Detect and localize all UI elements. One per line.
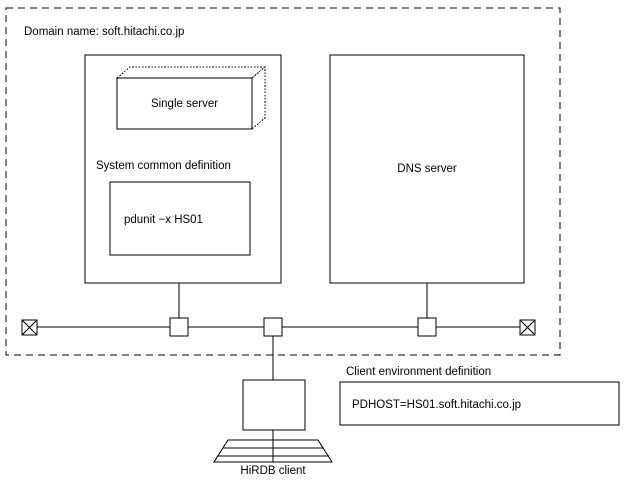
pdunit-operand-text: pdunit −x HS01 (124, 214, 203, 226)
bus-tap-client (263, 317, 283, 337)
client-env-definition-title: Client environment definition (346, 366, 491, 378)
dns-server-box (329, 54, 525, 284)
bus-tap-server (169, 317, 189, 337)
bus-terminator-right-slash-b (519, 319, 536, 336)
single-server-front-face (116, 77, 253, 130)
client-monitor-screen (242, 379, 306, 431)
single-server-label: Single server (151, 98, 218, 110)
domain-region-boundary (5, 7, 561, 356)
single-server-top-face (115, 66, 267, 79)
client-env-definition-box (339, 381, 620, 426)
system-common-definition-box (109, 181, 251, 256)
bus-terminator-left-slash-b (21, 319, 38, 336)
single-server-side-face (251, 65, 266, 131)
system-common-definition-label: System common definition (96, 160, 231, 172)
pdhost-value-text: PDHOST=HS01.soft.hitachi.co.jp (352, 399, 521, 411)
hirdb-client-label: HiRDB client (240, 465, 306, 477)
bus-tap-dns (417, 317, 437, 337)
domain-name-label: Domain name: soft.hitachi.co.jp (24, 26, 184, 38)
dns-server-label: DNS server (397, 163, 457, 175)
